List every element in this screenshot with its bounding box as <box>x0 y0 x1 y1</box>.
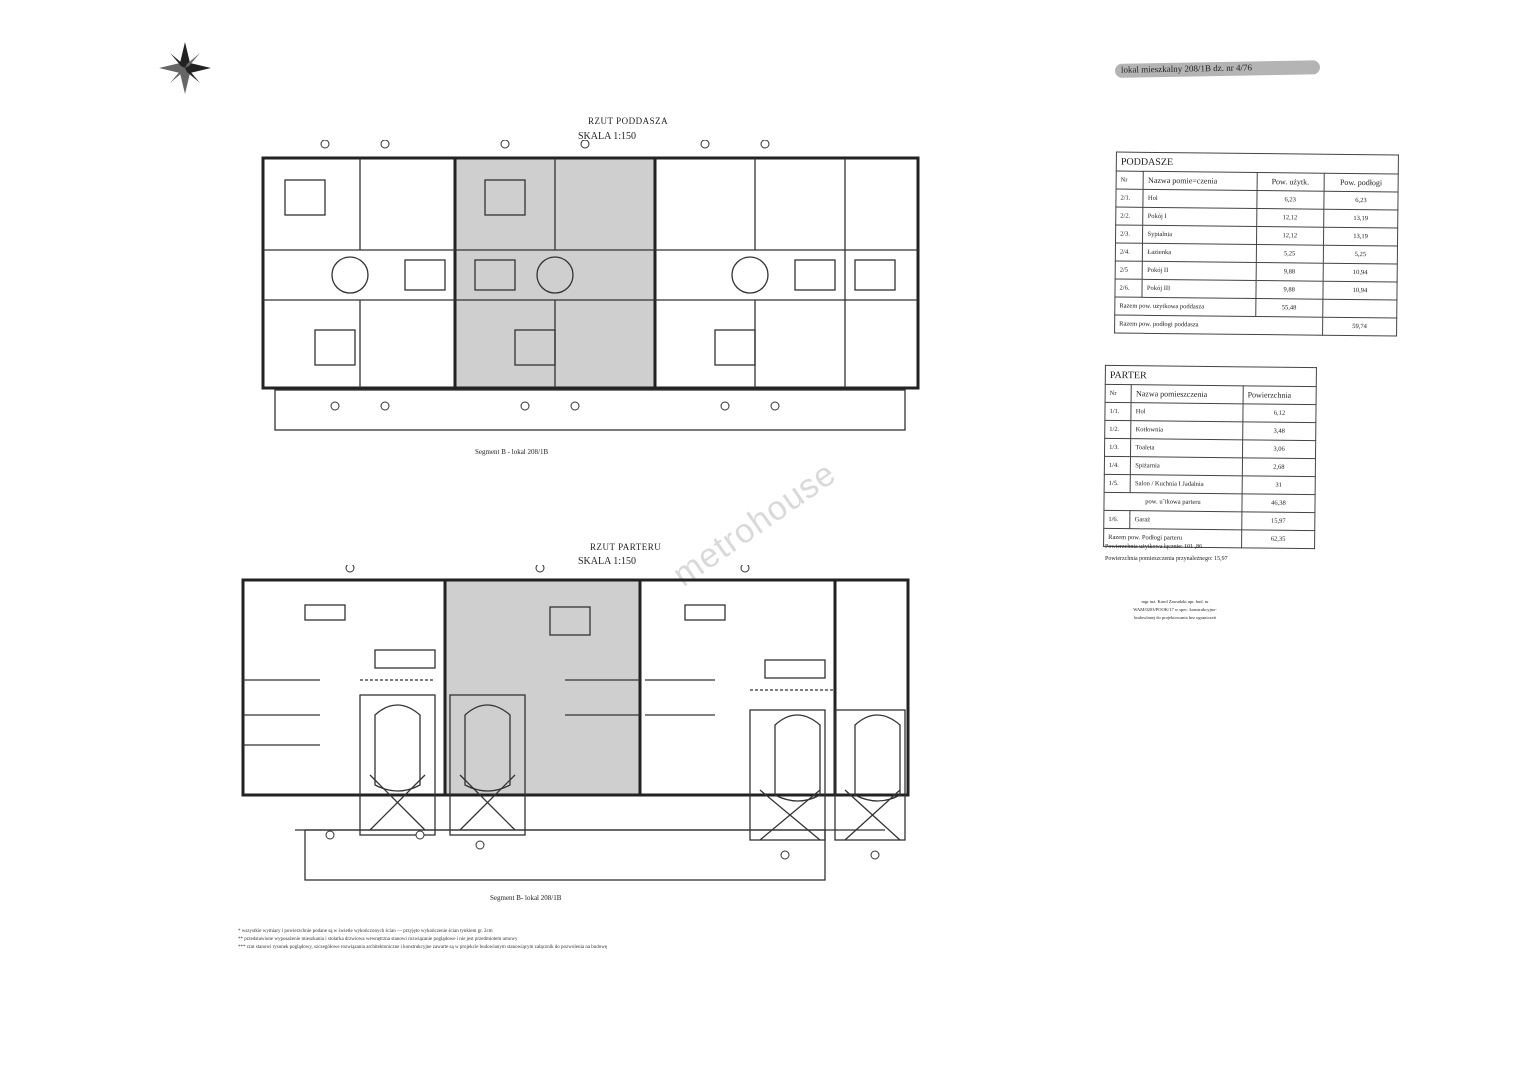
cell-floor: 10,94 <box>1322 281 1398 300</box>
cell-nr: 1/2. <box>1104 420 1132 439</box>
attic-segment-label: Segment B - lokal 208/1B <box>475 448 549 456</box>
compass-rose-icon <box>159 42 211 94</box>
cell-name: Garaż <box>1130 510 1242 530</box>
signature-line: mgr inż. Karol Zawadzki upr. bud. nr <box>1141 599 1209 604</box>
usable-value: 46,38 <box>1241 493 1316 513</box>
cell-nr: 2/6. <box>1114 279 1143 298</box>
auxiliary-area: Powierzchnia pomieszczenia przynależnego… <box>1105 556 1228 562</box>
cell-name: Sypialnia <box>1142 225 1257 245</box>
cell-nr: 1/3. <box>1104 438 1132 457</box>
cell-floor: 5,25 <box>1323 245 1398 264</box>
cell-floor: 10,94 <box>1323 263 1398 282</box>
signature-line: budowlanej do projektowania bez ogranicz… <box>1134 615 1216 620</box>
footnotes: * wszystkie wymiary i powierzchnie podan… <box>238 928 607 952</box>
cell-usable: 12,12 <box>1256 226 1324 246</box>
total-label: Razem pow. podłogi poddasza <box>1114 315 1323 336</box>
total-usable-area: Powierzchnia użytkowa łącznie: 101 ,86 <box>1105 544 1203 550</box>
cell-usable: 5,25 <box>1255 244 1324 264</box>
total-value: 62,35 <box>1241 529 1315 549</box>
cell-area: 31 <box>1242 475 1316 495</box>
ground-area-table: PARTER Nr Nazwa pomieszczenia Powierzchn… <box>1103 365 1317 549</box>
cell-usable: 9,88 <box>1255 280 1324 300</box>
total-value: 55,48 <box>1255 298 1323 318</box>
cell-nr: 2/1. <box>1115 189 1144 208</box>
ground-plan-scale: SKALA 1:150 <box>578 556 637 567</box>
col-header: Pow. użytk. <box>1256 172 1325 192</box>
col-header: Nazwa pomieszczenia <box>1131 384 1244 404</box>
cell-nr: 2/2. <box>1115 207 1144 226</box>
col-header: Nr <box>1116 171 1144 190</box>
cell-floor: 13,19 <box>1323 227 1398 246</box>
ground-floor-plan <box>241 565 910 881</box>
cell-name: Hol <box>1131 402 1243 422</box>
cell-floor: 6,23 <box>1323 191 1399 210</box>
cell-nr: 1/1. <box>1104 402 1132 421</box>
ground-plan-title: RZUT PARTERU <box>590 542 662 552</box>
cell-name: Pokój II <box>1142 261 1256 281</box>
ground-table-title: PARTER <box>1105 365 1317 387</box>
cell-name: Hol <box>1143 189 1257 209</box>
cell-nr: 1/4. <box>1104 456 1131 475</box>
usable-label: pow. u˜tkowa parteru <box>1103 492 1243 512</box>
col-header: Nazwa pomie=czenia <box>1143 171 1257 191</box>
cell-name: Łazienka <box>1142 243 1257 263</box>
cell-name: Salon / Kuchnia I Jadalnia <box>1130 474 1243 494</box>
attic-floor-plan <box>261 140 920 431</box>
cell-name: Kotłownia <box>1131 420 1243 440</box>
footnote: * wszystkie wymiary i powierzchnie podan… <box>238 929 493 934</box>
cell-area: 3,06 <box>1242 439 1316 459</box>
attic-plan-title: RZUT PODDASZA <box>588 116 669 126</box>
cell-floor: 13,19 <box>1323 209 1398 228</box>
cell-usable: 6,23 <box>1256 190 1324 210</box>
footnote: *** rzut stanowi rysunek poglądowy, szcz… <box>238 945 608 950</box>
cell-nr: 2/4. <box>1115 243 1143 262</box>
cell-nr: 1/5. <box>1104 474 1131 493</box>
architect-signature: mgr inż. Karol Zawadzki upr. bud. nr WAM… <box>1100 598 1250 622</box>
cell-name: Toaleta <box>1130 438 1243 458</box>
cell-area: 6,12 <box>1242 403 1317 423</box>
cell-usable: 12,12 <box>1256 208 1324 228</box>
cell-name: Pokój III <box>1142 279 1256 299</box>
signature-line: WAM/0203/POOK/17 w spec. konstrukcyjno- <box>1133 607 1217 612</box>
col-header: Powierzchnia <box>1242 385 1317 405</box>
cell-nr: 2/3. <box>1115 225 1144 244</box>
cell-nr: 2/5 <box>1115 261 1143 280</box>
cell-area: 2,68 <box>1242 457 1316 477</box>
redaction-scribble <box>1114 60 1321 78</box>
summary: Powierzchnia użytkowa łącznie: 101 ,86 P… <box>1105 541 1228 565</box>
cell-nr: 1/6. <box>1103 510 1131 529</box>
total-value: 59,74 <box>1322 317 1397 336</box>
total-label: Razem pow. użytkowa poddasza <box>1114 297 1256 317</box>
footnote: ** przedstawione wyposażenie mieszkania … <box>238 937 518 942</box>
attic-plan-scale: SKALA 1:150 <box>578 131 637 142</box>
cell-name: Spiżarnia <box>1130 456 1243 476</box>
ground-segment-label: Segment B- lokal 208/1B <box>490 894 562 902</box>
cell-name: Pokój I <box>1143 207 1257 227</box>
cell-usable: 9,88 <box>1255 262 1324 282</box>
redacted-header: lokal mieszkalny 208/1B dz. nr 4/76 <box>1114 58 1325 80</box>
attic-area-table: PODDASZE Nr Nazwa pomie=czenia Pow. użyt… <box>1114 152 1399 337</box>
col-header: Nr <box>1105 384 1132 403</box>
cell-area: 3,48 <box>1242 421 1316 441</box>
col-header: Pow. podłogi <box>1323 173 1399 192</box>
cell-area: 15,97 <box>1241 511 1315 531</box>
